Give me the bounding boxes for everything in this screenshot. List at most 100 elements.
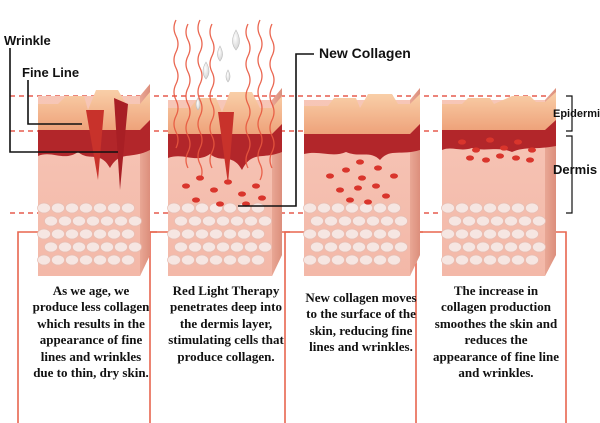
fat-cell [525, 228, 539, 240]
collagen-dot [326, 173, 334, 179]
fat-cell [258, 215, 272, 227]
fat-cell [331, 254, 345, 266]
wrinkle-label: Wrinkle [4, 33, 51, 48]
fat-cell [518, 215, 532, 227]
fat-cell [455, 254, 469, 266]
collagen-dot [390, 173, 398, 179]
fat-cell [497, 202, 511, 214]
epidermis-label: Epidermis [553, 108, 600, 120]
fat-cell [79, 202, 93, 214]
fat-cell [230, 215, 244, 227]
fat-cell [195, 228, 209, 240]
collagen-dot [354, 185, 362, 191]
fat-cell [188, 241, 202, 253]
collagen-dot [182, 183, 190, 189]
fat-cell [366, 241, 380, 253]
fat-cell [51, 254, 65, 266]
skin-block-aging [38, 84, 150, 276]
fat-cell [244, 241, 258, 253]
fat-cell [476, 241, 490, 253]
collagen-dot [458, 139, 466, 145]
fat-cell [504, 215, 518, 227]
collagen-dot [514, 139, 522, 145]
fat-cell [331, 228, 345, 240]
fat-cell [497, 228, 511, 240]
fat-cell [511, 254, 525, 266]
fat-cell [65, 254, 79, 266]
fat-cell [317, 254, 331, 266]
fat-cell [352, 241, 366, 253]
fat-cell [174, 215, 188, 227]
collagen-dot [364, 199, 372, 205]
new-collagen-leader [238, 53, 314, 207]
fat-cell [121, 202, 135, 214]
fat-cell [462, 215, 476, 227]
caption-therapy: Red Light Therapy penetrates deep into t… [168, 283, 284, 364]
collagen-dot [472, 147, 480, 153]
fat-cell [483, 254, 497, 266]
fat-cell [394, 215, 408, 227]
collagen-dot [342, 167, 350, 173]
fat-cell [469, 202, 483, 214]
fat-cell [317, 228, 331, 240]
fat-cell [37, 202, 51, 214]
collagen-dot [336, 187, 344, 193]
fat-cell [128, 215, 142, 227]
fat-cell [490, 241, 504, 253]
collagen-dots [182, 137, 536, 207]
fat-cell [251, 202, 265, 214]
fat-cell [202, 241, 216, 253]
fat-cell [114, 215, 128, 227]
fat-cell [303, 228, 317, 240]
fat-cell [338, 215, 352, 227]
fat-cell [107, 254, 121, 266]
fat-cell [373, 202, 387, 214]
collagen-dot [526, 157, 534, 163]
fat-cell [93, 202, 107, 214]
collagen-dot [374, 165, 382, 171]
fat-cell [107, 202, 121, 214]
fat-cell [37, 228, 51, 240]
fat-cell [448, 215, 462, 227]
collagen-dot [356, 159, 364, 165]
fat-cell [483, 228, 497, 240]
fat-cell [380, 241, 394, 253]
fat-cell [121, 228, 135, 240]
fat-cell [237, 228, 251, 240]
fat-cell [303, 202, 317, 214]
fat-cell [251, 254, 265, 266]
collagen-dot [496, 153, 504, 159]
fat-cell [469, 254, 483, 266]
fat-cell [525, 254, 539, 266]
fat-cell [72, 215, 86, 227]
fat-cell [93, 228, 107, 240]
skin-block-collagen-rising [304, 88, 420, 276]
fat-cell [107, 228, 121, 240]
collagen-dot [346, 197, 354, 203]
fat-cell [441, 254, 455, 266]
fat-cell [167, 228, 181, 240]
fat-cell [86, 241, 100, 253]
fat-cell [310, 215, 324, 227]
fat-cell [373, 228, 387, 240]
fat-cell [352, 215, 366, 227]
fine-line-label: Fine Line [22, 65, 80, 80]
fat-cell [244, 215, 258, 227]
fat-cell [72, 241, 86, 253]
fat-cell [366, 215, 380, 227]
fat-cell [114, 241, 128, 253]
caption-collagen-rising: New collagen moves to the surface of the… [305, 290, 417, 355]
fat-cell [167, 254, 181, 266]
fat-cell [387, 228, 401, 240]
fat-cell [79, 228, 93, 240]
fat-cell [359, 202, 373, 214]
fat-cell [223, 228, 237, 240]
collagen-dot [486, 137, 494, 143]
fat-cell [338, 241, 352, 253]
fat-cell [223, 202, 237, 214]
layer-bracket [566, 95, 573, 214]
fat-cell [65, 228, 79, 240]
dermis-label: Dermis [553, 162, 598, 177]
fat-cell [37, 254, 51, 266]
